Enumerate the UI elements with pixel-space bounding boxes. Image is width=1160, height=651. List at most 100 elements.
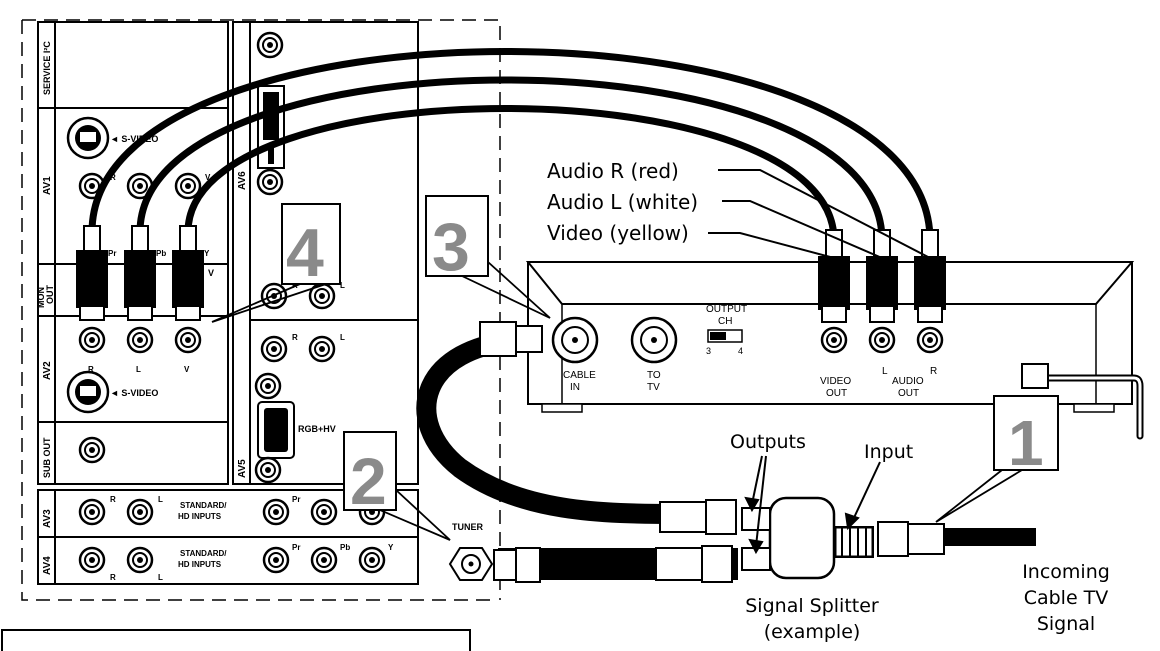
audio-out-label-2: OUT — [898, 388, 919, 399]
av4-l-label: L — [158, 573, 163, 582]
to-tv-jack[interactable] — [630, 316, 678, 364]
step-1-callout: 1 — [935, 395, 1059, 523]
mon-label: MON — [36, 287, 46, 308]
av5-l-label: L — [340, 333, 345, 342]
sub-out-jack[interactable] — [78, 436, 106, 464]
av3-pr-jack[interactable] — [262, 498, 290, 526]
av3-label: AV3 — [42, 509, 53, 528]
box-plug-audio-r — [914, 229, 946, 323]
av6-bottom-jack[interactable] — [256, 168, 284, 196]
av2-l-jack[interactable] — [126, 326, 154, 354]
audio-l-label: L — [882, 366, 888, 377]
video-out-label-1: VIDEO — [820, 376, 851, 387]
av4-r-jack[interactable] — [78, 546, 106, 574]
av2-svideo-jack[interactable] — [66, 370, 110, 414]
service-label: SERVICE I²C — [42, 41, 52, 95]
av2-l-label: L — [136, 365, 141, 374]
av3-l-label: L — [158, 495, 163, 504]
plug-v-label: V — [208, 268, 214, 278]
signal-splitter — [741, 496, 874, 580]
output-ch-switch[interactable] — [707, 329, 743, 343]
rca-cables — [88, 48, 934, 244]
audio-out-label-1: AUDIO — [892, 376, 924, 387]
step-1-number: 1 — [1008, 407, 1044, 479]
av3-l-jack[interactable] — [126, 498, 154, 526]
cable-in-label-2: IN — [570, 382, 580, 393]
av1-label: AV1 — [42, 176, 53, 195]
av3-r-label: R — [110, 495, 116, 504]
av5-l-jack[interactable] — [308, 335, 336, 363]
step-4-callout: 4 — [211, 203, 341, 323]
av4-pr-jack[interactable] — [262, 546, 290, 574]
av4-y-label: Y — [388, 543, 394, 552]
av2-r-jack[interactable] — [78, 326, 106, 354]
step-2-number: 2 — [350, 444, 387, 518]
output-ch-label: OUTPUT — [706, 304, 747, 315]
av1-svideo-jack[interactable] — [66, 116, 110, 160]
outputs-label: Outputs — [730, 431, 806, 453]
av4-hd-label: HD INPUTS — [178, 560, 222, 569]
pb-label: Pb — [156, 249, 166, 258]
ch-label: CH — [718, 316, 732, 327]
av1-svideo-label: ◄ S-VIDEO — [110, 134, 158, 144]
av4-pr-label: Pr — [292, 543, 300, 552]
av5-r-jack[interactable] — [260, 335, 288, 363]
dvi-connector[interactable] — [257, 85, 285, 169]
tv-plug-yellow — [172, 225, 204, 321]
tv-rca-plugs — [76, 225, 204, 321]
box-plug-audio-l — [866, 229, 898, 323]
tv-plug-white — [124, 225, 156, 321]
incoming-label-1: Incoming — [1022, 561, 1110, 583]
av4-std-label: STANDARD/ — [180, 549, 227, 558]
av5-label: AV5 — [237, 459, 248, 478]
step-2-callout: 2 — [343, 431, 451, 541]
pr-label: Pr — [108, 249, 116, 258]
box-audio-r-jack[interactable] — [916, 326, 944, 354]
power-cord-inner — [1028, 376, 1142, 438]
mon-l-label: L — [340, 281, 345, 290]
video-callout: Video (yellow) — [547, 221, 689, 245]
av3-hd-label: HD INPUTS — [178, 512, 222, 521]
av6-top-jack[interactable] — [256, 31, 284, 59]
to-tv-label-2: TV — [647, 382, 660, 393]
box-rca-plugs — [818, 229, 946, 323]
tv-panel-outline — [21, 19, 501, 601]
plug-r-label: R — [112, 268, 119, 278]
sub-out-label: SUB OUT — [42, 437, 52, 478]
audio-r-label: R — [930, 366, 937, 377]
power-cord-plug — [1021, 363, 1049, 389]
rgbhv-label: RGB+HV — [298, 424, 336, 434]
av4-l-jack[interactable] — [126, 546, 154, 574]
audio-l-callout: Audio L (white) — [547, 190, 698, 214]
av2-label: AV2 — [42, 361, 53, 380]
av4-r-label: R — [110, 573, 116, 582]
audio-r-callout: Audio R (red) — [547, 159, 679, 183]
av3-pr-label: Pr — [292, 495, 300, 504]
incoming-label-3: Signal — [1037, 613, 1095, 635]
box-video-out-jack[interactable] — [820, 326, 848, 354]
video-out-label-2: OUT — [826, 388, 847, 399]
av2-v-jack[interactable] — [174, 326, 202, 354]
av5-bottom-jack[interactable] — [254, 456, 282, 484]
cable-in-jack[interactable] — [551, 316, 599, 364]
av5-small-jack[interactable] — [254, 372, 282, 400]
av4-y-jack[interactable] — [358, 546, 386, 574]
rgb-hv-connector[interactable] — [257, 401, 295, 459]
tuner-jack[interactable] — [448, 547, 494, 581]
tv-plug-red — [76, 225, 108, 321]
av3-pb-jack[interactable] — [310, 498, 338, 526]
splitter-label-1: Signal Splitter — [745, 595, 879, 617]
cable-in-label-1: CABLE — [563, 370, 596, 381]
y-label: Y — [204, 249, 210, 258]
step-4-number: 4 — [286, 215, 324, 291]
out-label: OUT — [45, 285, 55, 305]
av4-pb-jack[interactable] — [310, 546, 338, 574]
box-audio-l-jack[interactable] — [868, 326, 896, 354]
note-box — [1, 629, 471, 651]
coax-fittings — [479, 321, 945, 583]
av1-r-label: R — [110, 173, 116, 182]
av3-r-jack[interactable] — [78, 498, 106, 526]
leader-lines — [708, 169, 931, 259]
splitter-arrows — [744, 455, 881, 555]
